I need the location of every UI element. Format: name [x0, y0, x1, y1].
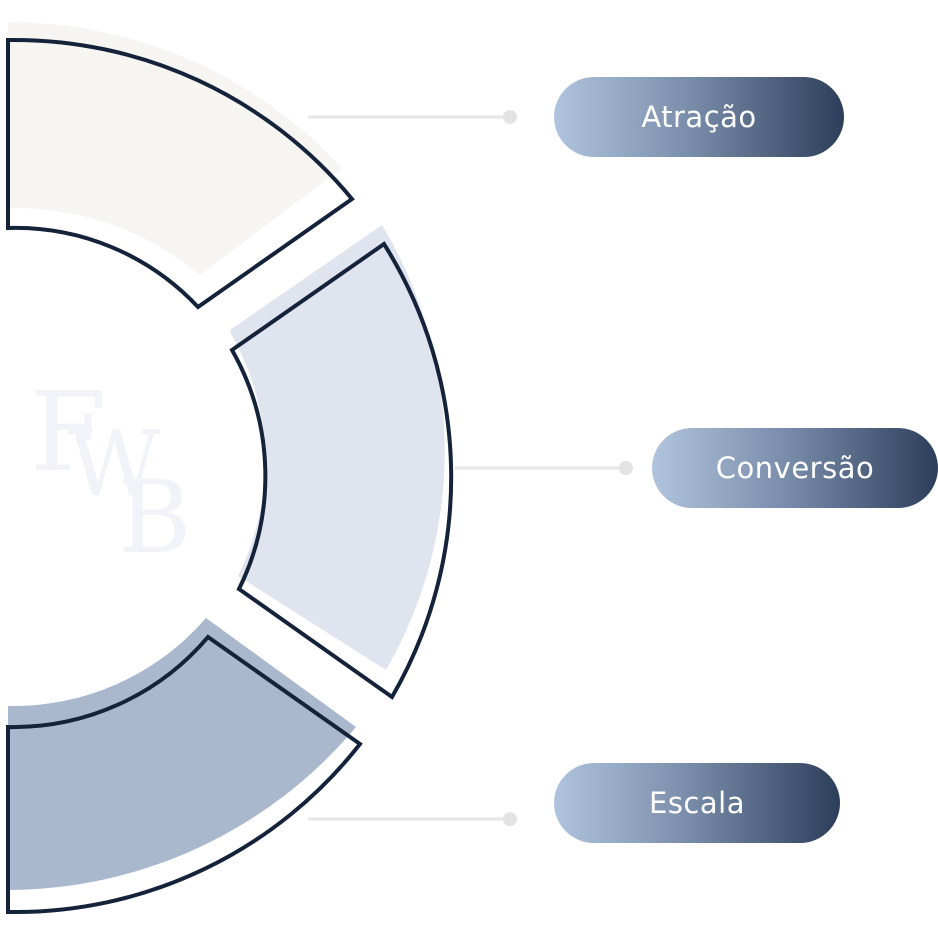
svg-text:W: W	[68, 412, 161, 517]
stage-label-conversao: Conversão	[715, 451, 875, 485]
segment-atracao	[6, 22, 355, 310]
connector-escala	[308, 812, 517, 826]
segment-conversao	[229, 225, 454, 700]
stage-pill-atracao: Atração	[554, 77, 844, 157]
segment-escala	[6, 618, 363, 915]
svg-text:F: F	[30, 368, 106, 496]
stage-pill-conversao: Conversão	[652, 428, 938, 508]
watermark-logo: F W B	[30, 368, 192, 576]
stage-label-atracao: Atração	[641, 100, 757, 134]
connector-conversao	[455, 461, 633, 475]
svg-text:B: B	[118, 459, 192, 576]
stage-pill-escala: Escala	[554, 763, 840, 843]
connector-atracao	[308, 110, 517, 124]
stage-label-escala: Escala	[649, 786, 745, 820]
